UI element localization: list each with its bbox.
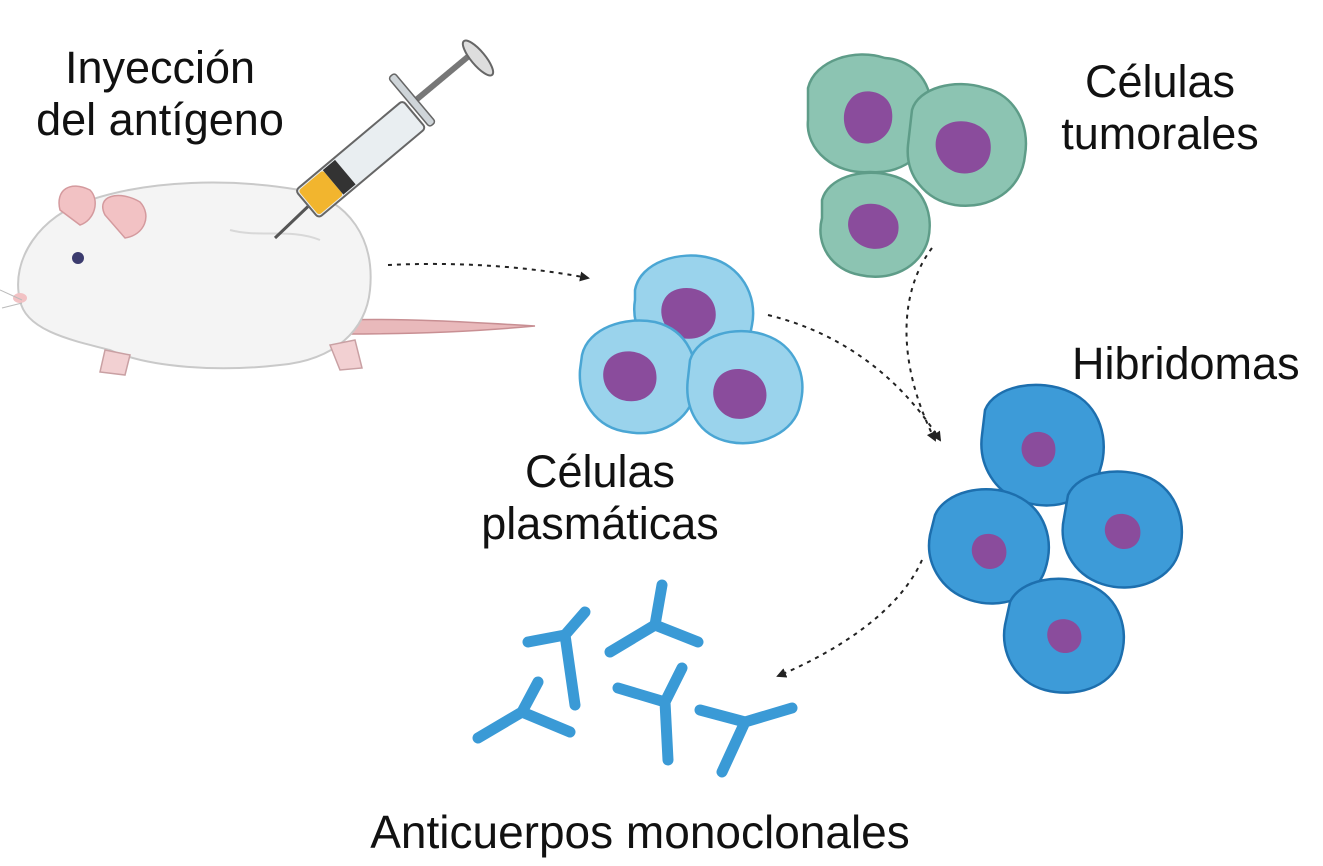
nucleus xyxy=(971,533,1007,569)
mouse-ear-back xyxy=(58,185,96,226)
syringe-plunger-rod xyxy=(408,52,472,108)
mouse-eye xyxy=(72,252,84,264)
mouse-tail xyxy=(338,318,536,335)
syringe-plunger-seal xyxy=(322,159,356,195)
mouse-whisker xyxy=(0,289,23,301)
tumor-cell xyxy=(819,171,931,278)
mouse-fur-line xyxy=(229,229,321,241)
antibody-group xyxy=(472,579,798,778)
label-line: Células xyxy=(1084,56,1236,107)
nucleus xyxy=(848,203,899,249)
plasma-cell xyxy=(578,319,698,435)
hybridoma-cell xyxy=(1061,470,1183,589)
arrow-plasma-to-hybridoma xyxy=(767,314,942,442)
label-tumor-cells: Células tumorales xyxy=(1040,56,1280,160)
arrow-mouse-to-plasma xyxy=(387,262,590,282)
label-hybridomas: Hibridomas xyxy=(1072,338,1300,389)
hybridoma-cell xyxy=(927,487,1050,605)
label-line: plasmáticas xyxy=(481,498,719,549)
mouse-illustration xyxy=(0,181,536,376)
label-monoclonal-antibodies: Anticuerpos monoclonales xyxy=(370,806,910,858)
label-line: del antígeno xyxy=(36,94,284,145)
syringe-plunger-cap xyxy=(461,39,495,77)
hybridoma-cell xyxy=(1002,577,1125,694)
tumor-cell-cluster xyxy=(806,53,1028,278)
mouse-leg-front xyxy=(99,349,131,376)
label-line: Inyección xyxy=(64,42,256,93)
label-plasma-cells: Células plasmáticas xyxy=(450,446,750,550)
mouse-ear-front xyxy=(102,194,147,239)
antibody-icon xyxy=(472,676,576,744)
hybridoma-cluster xyxy=(927,383,1183,694)
syringe-illustration xyxy=(273,39,495,240)
antibody-icon xyxy=(522,606,591,711)
nucleus xyxy=(713,368,767,419)
arrow-hybridoma-to-antibody xyxy=(776,559,923,678)
label-antigen-injection: Inyección del antígeno xyxy=(20,42,300,146)
plasma-cell xyxy=(686,330,804,445)
process-arrows xyxy=(387,247,942,678)
arrow-tumor-to-hybridoma xyxy=(905,247,936,442)
plasma-cell-cluster xyxy=(578,254,804,445)
mouse-whisker xyxy=(1,302,23,309)
nucleus xyxy=(661,287,716,339)
antibody-icon xyxy=(694,702,798,778)
syringe-liquid xyxy=(299,171,343,215)
label-line: tumorales xyxy=(1061,108,1259,159)
mouse-leg-back xyxy=(328,339,363,371)
nucleus xyxy=(935,121,991,174)
syringe-flange xyxy=(388,73,436,127)
tumor-cell xyxy=(806,53,933,174)
hybridoma-cell xyxy=(980,383,1105,507)
nucleus xyxy=(603,351,657,402)
nucleus xyxy=(1104,513,1141,550)
antibody-icon xyxy=(612,662,688,766)
nucleus xyxy=(1047,619,1082,654)
nucleus xyxy=(843,91,893,144)
antibody-icon xyxy=(604,579,704,658)
nucleus xyxy=(1021,431,1056,468)
tumor-cell xyxy=(906,82,1028,207)
mouse-nose xyxy=(13,293,27,303)
label-line: Células xyxy=(524,446,676,497)
